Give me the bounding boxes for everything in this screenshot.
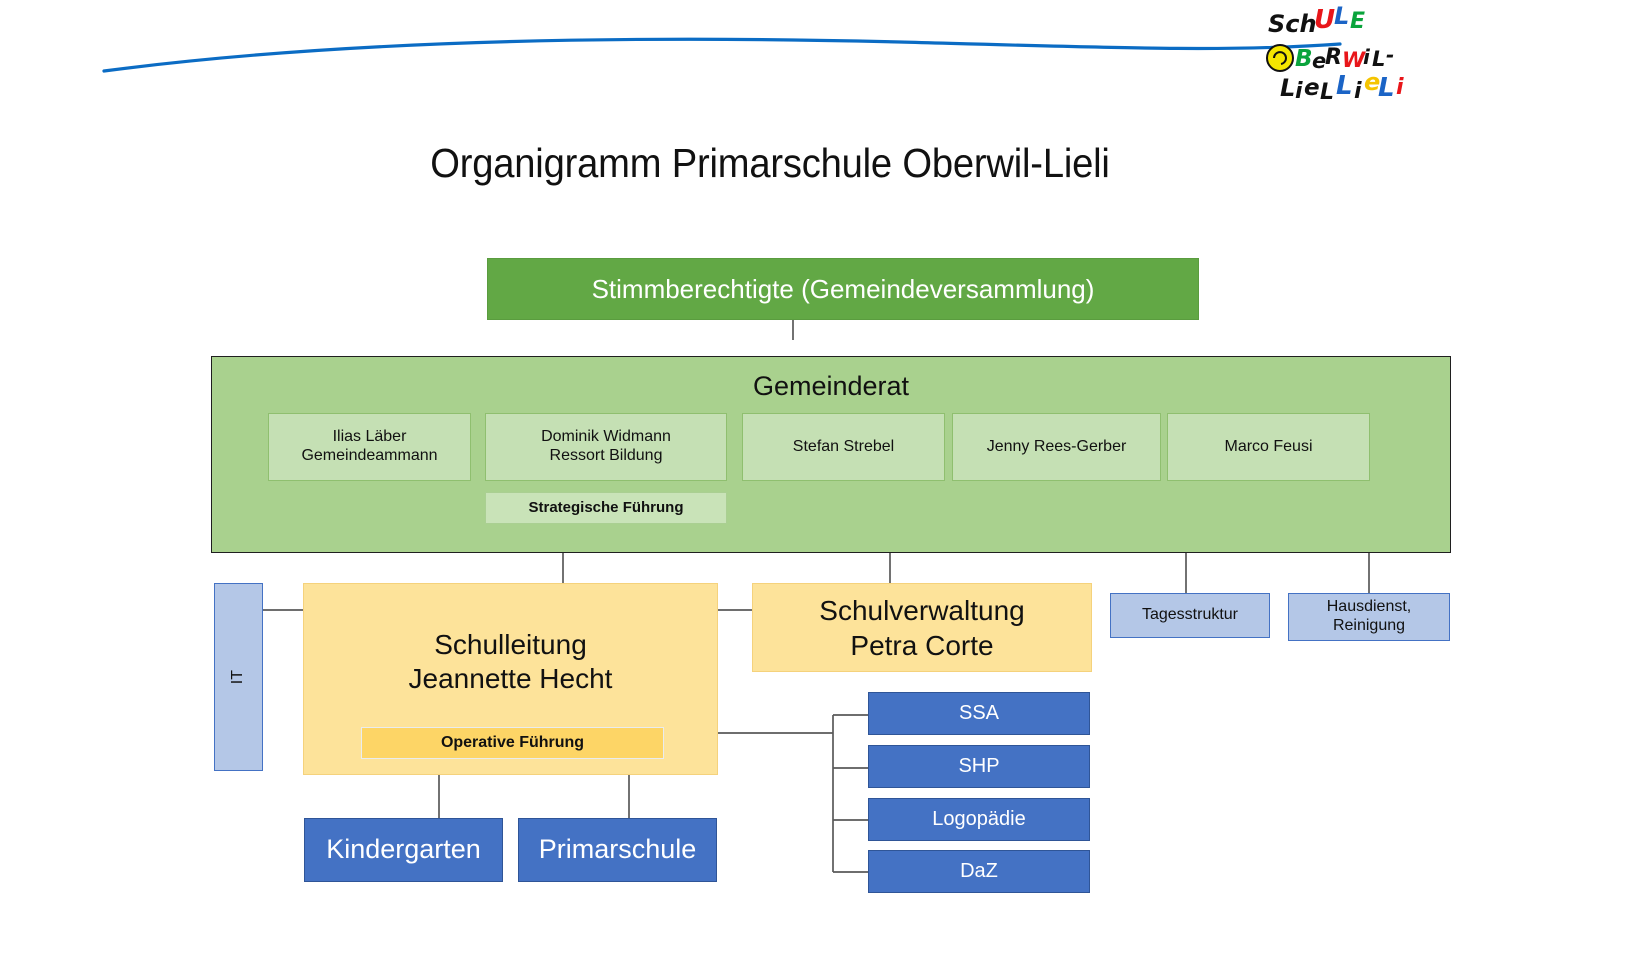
svg-text:R: R [1325,45,1342,70]
svg-text:i: i [1396,75,1404,100]
node-stimmberechtigte-label: Stimmberechtigte (Gemeindeversammlung) [591,273,1095,304]
node-stimmberechtigte[interactable]: Stimmberechtigte (Gemeindeversammlung) [487,258,1199,320]
svg-text:-: - [1386,43,1394,67]
node-schulverwaltung[interactable]: Schulverwaltung Petra Corte [752,583,1092,672]
gemeinderat-member-0[interactable]: Ilias Läber Gemeindeammann [268,413,471,481]
page-title: Organigramm Primarschule Oberwil-Lieli [430,140,1110,186]
node-daz-label: DaZ [960,859,998,882]
member-name: Ilias Läber [332,428,407,446]
svg-text:U: U [1314,5,1335,35]
node-kindergarten-label: Kindergarten [326,834,481,865]
node-schulverwaltung-title: Schulverwaltung [819,594,1025,626]
node-strategische-fuehrung-label: Strategische Führung [528,499,684,517]
node-primarschule-label: Primarschule [538,834,697,865]
node-logopaedie[interactable]: Logopädie [868,798,1090,841]
node-schulleitung-title: Schulleitung [434,629,587,660]
node-schulleitung[interactable]: Schulleitung Jeannette Hecht Operative F… [303,583,718,775]
member-name: Stefan Strebel [792,437,895,455]
svg-text:L: L [1372,47,1385,71]
svg-text:L: L [1336,71,1353,101]
member-role: Ressort Bildung [549,447,663,464]
node-kindergarten[interactable]: Kindergarten [304,818,503,882]
svg-text:L: L [1378,73,1395,103]
gemeinderat-member-2[interactable]: Stefan Strebel [742,413,945,481]
svg-text:i: i [1295,79,1303,104]
svg-text:e: e [1312,49,1326,73]
node-shp[interactable]: SHP [868,745,1090,788]
gemeinderat-member-4[interactable]: Marco Feusi [1167,413,1370,481]
svg-text:L: L [1280,74,1295,102]
node-hausdienst[interactable]: Hausdienst, Reinigung [1288,593,1450,641]
node-daz[interactable]: DaZ [868,850,1090,893]
svg-text:L: L [1320,80,1334,104]
node-ssa[interactable]: SSA [868,692,1090,735]
node-it-label: IT [229,669,247,685]
svg-text:i: i [1354,79,1362,104]
member-name: Dominik Widmann [541,428,671,446]
svg-text:e: e [1304,75,1320,101]
node-it[interactable]: IT [214,583,263,771]
node-shp-label: SHP [958,754,1000,777]
svg-text:Sch: Sch [1268,10,1317,38]
gemeinderat-member-1[interactable]: Dominik Widmann Ressort Bildung [485,413,727,481]
node-ssa-label: SSA [958,701,1000,724]
node-hausdienst-line1: Hausdienst, [1326,598,1412,616]
node-primarschule[interactable]: Primarschule [518,818,717,882]
school-logo: Sch U L E B e R W i L - L i e L L i e L … [1266,2,1404,104]
node-logopaedie-label: Logopädie [932,807,1026,830]
member-role: Gemeindeammann [301,447,438,464]
svg-text:e: e [1364,68,1380,96]
node-tagesstruktur-label: Tagesstruktur [1141,606,1239,624]
svg-text:E: E [1350,9,1365,34]
node-tagesstruktur[interactable]: Tagesstruktur [1110,593,1270,638]
member-name: Marco Feusi [1224,437,1313,455]
node-hausdienst-line2: Reinigung [1332,617,1406,634]
node-operative-fuehrung[interactable]: Operative Führung [361,727,664,759]
svg-text:L: L [1334,2,1349,30]
node-schulverwaltung-person: Petra Corte [850,629,994,661]
gemeinderat-member-3[interactable]: Jenny Rees-Gerber [952,413,1161,481]
node-strategische-fuehrung[interactable]: Strategische Führung [485,492,727,524]
svg-text:W: W [1342,48,1366,72]
node-schulleitung-person: Jeannette Hecht [408,663,613,695]
node-operative-fuehrung-label: Operative Führung [440,733,585,751]
node-gemeinderat-title: Gemeinderat [752,371,910,401]
svg-text:B: B [1295,46,1313,72]
svg-text:i: i [1363,45,1371,69]
member-name: Jenny Rees-Gerber [986,437,1127,455]
